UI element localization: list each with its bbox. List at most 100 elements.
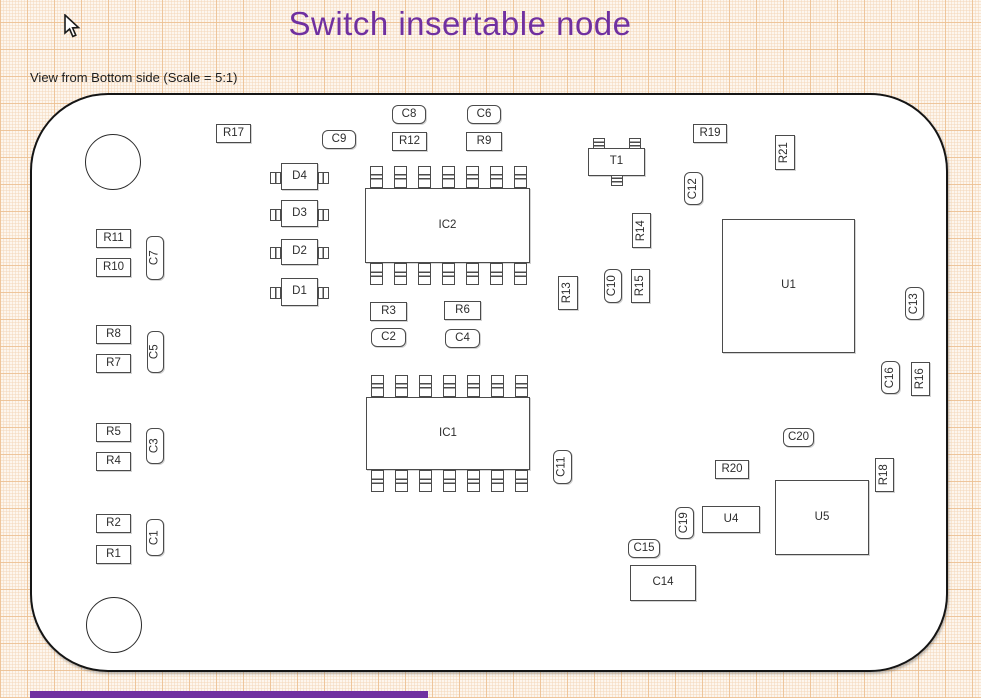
component-C13: C13	[905, 287, 924, 320]
mounting-hole	[86, 597, 142, 653]
component-R13: R13	[558, 276, 578, 310]
component-label: C1	[148, 530, 161, 545]
component-R7: R7	[96, 354, 131, 373]
ic-pin	[466, 166, 479, 188]
component-R5: R5	[96, 423, 131, 442]
ic-pin	[395, 375, 408, 397]
component-R9: R9	[466, 132, 502, 151]
page-title: Switch insertable node	[288, 5, 632, 42]
component-label: C19	[677, 512, 690, 534]
component-R3: R3	[370, 302, 407, 321]
component-label: R11	[103, 231, 124, 244]
ic-pin	[443, 470, 456, 492]
component-C2: C2	[371, 328, 406, 347]
component-label: R5	[106, 425, 121, 438]
component-R1: R1	[96, 545, 131, 564]
transistor-pad	[593, 138, 605, 149]
ic-pin	[418, 166, 431, 188]
component-label: D2	[292, 245, 307, 258]
component-label: R18	[877, 464, 890, 486]
component-label: C13	[907, 292, 920, 315]
component-label: R21	[778, 141, 791, 164]
ic-pin	[515, 470, 528, 492]
ic-pin	[490, 263, 503, 285]
component-label: T1	[609, 155, 624, 168]
component-label: R17	[222, 126, 245, 139]
component-C15: C15	[628, 539, 660, 558]
diode-pad	[270, 247, 281, 259]
ic-pin	[394, 263, 407, 285]
component-C3: C3	[146, 428, 164, 464]
ic-pin	[370, 166, 383, 188]
ic-pin	[491, 470, 504, 492]
component-label: R14	[634, 219, 647, 242]
component-C7: C7	[146, 236, 164, 280]
diode-pad	[318, 247, 329, 259]
diode-pad	[270, 172, 281, 184]
ic-pin	[515, 375, 528, 397]
component-U1: U1	[722, 219, 855, 353]
component-label: R2	[106, 516, 121, 529]
component-C11: C11	[553, 450, 572, 484]
ic-pin	[371, 470, 384, 492]
component-label: U4	[723, 512, 739, 525]
component-U4: U4	[702, 506, 760, 533]
component-label: D3	[292, 206, 307, 219]
component-C20: C20	[783, 428, 814, 447]
component-R18: R18	[875, 458, 894, 492]
component-C8: C8	[392, 105, 426, 124]
component-label: R4	[106, 454, 121, 467]
ic-pin	[395, 470, 408, 492]
component-label: U5	[814, 510, 830, 523]
diode-pad	[318, 287, 329, 299]
component-label: R19	[699, 126, 721, 139]
diode-pad	[318, 172, 329, 184]
component-label: R6	[455, 303, 470, 316]
component-C16: C16	[881, 361, 900, 394]
component-IC2: IC2	[365, 166, 530, 285]
component-R2: R2	[96, 514, 131, 533]
component-R4: R4	[96, 452, 131, 471]
component-C4: C4	[445, 329, 480, 348]
component-label: R10	[102, 260, 125, 273]
ic-pin	[467, 375, 480, 397]
diode-pad	[318, 209, 329, 221]
component-C1: C1	[146, 519, 164, 556]
component-C10: C10	[604, 269, 622, 303]
component-label: C4	[455, 331, 470, 344]
transistor-pad	[629, 138, 641, 149]
component-label: R16	[913, 368, 926, 390]
ic-pin	[514, 263, 527, 285]
component-label: D1	[292, 285, 307, 298]
component-label: C10	[606, 275, 619, 297]
component-R19: R19	[693, 124, 727, 143]
ic-pin	[442, 263, 455, 285]
component-label: IC1	[439, 426, 457, 439]
component-D3: D3	[270, 200, 329, 227]
bottom-accent-bar	[30, 691, 428, 698]
ic-pin	[514, 166, 527, 188]
component-C12: C12	[684, 172, 703, 205]
component-label: C15	[633, 541, 655, 554]
ic-pin	[371, 375, 384, 397]
component-R16: R16	[911, 362, 930, 396]
component-label: R12	[398, 134, 421, 147]
ic-pin	[419, 375, 432, 397]
component-label: C5	[148, 344, 161, 360]
component-label: R9	[476, 134, 492, 147]
ic-pin	[490, 166, 503, 188]
component-C5: C5	[147, 331, 164, 373]
component-label: C11	[555, 456, 568, 478]
component-R10: R10	[96, 258, 131, 277]
component-label: U1	[781, 279, 796, 292]
ic-pin	[370, 263, 383, 285]
component-R8: R8	[96, 325, 131, 344]
component-R17: R17	[216, 124, 251, 143]
component-D4: D4	[270, 163, 329, 190]
component-label: R20	[721, 462, 743, 475]
component-R20: R20	[715, 460, 749, 479]
ic-pin	[418, 263, 431, 285]
component-R11: R11	[96, 229, 131, 248]
component-U5: U5	[775, 480, 869, 555]
